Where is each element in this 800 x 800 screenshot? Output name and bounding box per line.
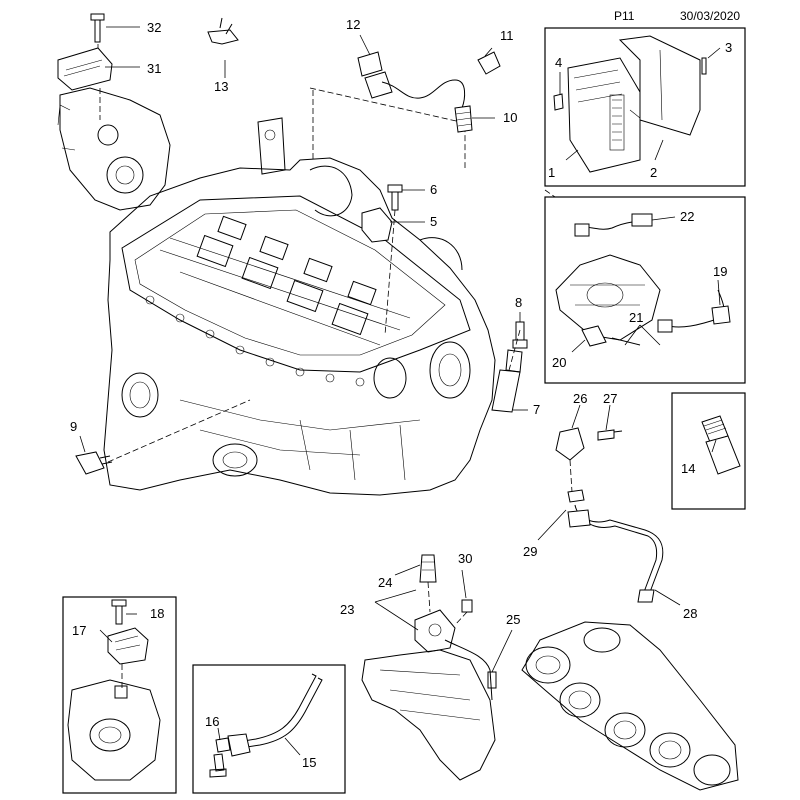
callout-13: 13 bbox=[214, 79, 228, 94]
callout-1: 1 bbox=[548, 165, 555, 180]
water-outlet-housing bbox=[555, 254, 661, 341]
callout-23: 23 bbox=[340, 602, 354, 617]
callout-20: 20 bbox=[552, 355, 566, 370]
callout-24: 24 bbox=[378, 575, 392, 590]
callout-3: 3 bbox=[725, 40, 732, 55]
callout-14: 14 bbox=[681, 461, 695, 476]
sensor-16 bbox=[215, 737, 231, 753]
pressure-sensor-14 bbox=[701, 415, 741, 475]
connector-12 bbox=[357, 51, 383, 77]
callout-8: 8 bbox=[515, 295, 522, 310]
callout-6: 6 bbox=[430, 182, 437, 197]
sensor-7 bbox=[491, 369, 521, 413]
grommet-11 bbox=[477, 51, 501, 75]
oxygen-sensor-harness bbox=[381, 79, 466, 109]
sensor-19 bbox=[711, 305, 731, 325]
callout-5: 5 bbox=[430, 214, 437, 229]
callout-17: 17 bbox=[72, 623, 86, 638]
callout-31: 31 bbox=[147, 61, 161, 76]
engine-block bbox=[103, 117, 496, 496]
camshaft-sensor-5 bbox=[361, 207, 393, 243]
detail-box-pressure-sensor bbox=[671, 392, 746, 510]
bolt-32 bbox=[94, 19, 101, 43]
detail-box-map-sensor bbox=[62, 596, 177, 794]
reference-line-box bbox=[544, 189, 556, 198]
sensor-29 bbox=[567, 509, 591, 528]
sensor-24 bbox=[419, 554, 437, 583]
bolt-18 bbox=[111, 599, 127, 625]
callout-18: 18 bbox=[150, 606, 164, 621]
callout-10: 10 bbox=[503, 110, 517, 125]
map-sensor-group bbox=[67, 599, 161, 781]
callout-2: 2 bbox=[650, 165, 657, 180]
exhaust-manifold bbox=[521, 621, 739, 791]
callout-9: 9 bbox=[70, 419, 77, 434]
nut-4 bbox=[553, 93, 564, 111]
detail-box-wiring-harness bbox=[192, 664, 346, 794]
callout-22: 22 bbox=[680, 209, 694, 224]
bracket-26 bbox=[555, 427, 585, 461]
egr-pipe bbox=[444, 639, 493, 701]
vacuum-actuator bbox=[57, 47, 113, 91]
callout-30: 30 bbox=[458, 551, 472, 566]
bolt-21 bbox=[611, 337, 641, 346]
callout-11: 11 bbox=[500, 28, 514, 43]
turbocharger-assembly bbox=[57, 13, 171, 211]
callout-7: 7 bbox=[533, 402, 540, 417]
callout-32: 32 bbox=[147, 20, 161, 35]
detail-box-ecu bbox=[544, 27, 746, 187]
sensor-22 bbox=[631, 213, 653, 227]
seal-30 bbox=[461, 599, 473, 613]
clip-13 bbox=[207, 17, 239, 45]
engine-control-unit bbox=[553, 35, 707, 173]
detail-box-temperature-sensors bbox=[544, 196, 746, 384]
page-code: P11 bbox=[614, 9, 635, 23]
callout-12: 12 bbox=[346, 17, 360, 32]
sensor-9 bbox=[75, 451, 105, 475]
callout-27: 27 bbox=[603, 391, 617, 406]
sensor-20 bbox=[581, 325, 607, 347]
bolt-27 bbox=[597, 429, 623, 441]
temperature-sensor-group bbox=[555, 213, 731, 347]
screw-3 bbox=[701, 57, 707, 75]
leader-lines bbox=[79, 26, 721, 756]
callout-28: 28 bbox=[683, 606, 697, 621]
bolt-16 bbox=[209, 753, 227, 778]
wiring-harness-group bbox=[209, 673, 323, 778]
sensor-22-connector bbox=[574, 223, 590, 237]
pipe-clip bbox=[567, 489, 585, 503]
callout-15: 15 bbox=[302, 755, 316, 770]
reference-line-sensor-10 bbox=[309, 87, 466, 168]
callout-25: 25 bbox=[506, 612, 520, 627]
callout-16: 16 bbox=[205, 714, 219, 729]
seal-8 bbox=[512, 321, 528, 349]
callout-29: 29 bbox=[523, 544, 537, 559]
reference-line-sensor-9 bbox=[107, 399, 251, 463]
callout-labels: 1 2 3 4 5 6 7 8 9 10 11 12 13 14 15 16 1… bbox=[70, 17, 732, 770]
callout-21: 21 bbox=[629, 310, 643, 325]
callout-19: 19 bbox=[713, 264, 727, 279]
reference-line-sensor-5 bbox=[384, 209, 396, 336]
egr-bracket-assembly bbox=[361, 554, 497, 781]
map-sensor-17 bbox=[107, 627, 149, 665]
harness-15 bbox=[239, 677, 323, 749]
clip-25 bbox=[487, 671, 497, 689]
page-date: 30/03/2020 bbox=[680, 9, 740, 23]
ecu-bracket-2 bbox=[618, 35, 701, 136]
bolt-6 bbox=[387, 184, 403, 211]
intake-manifold bbox=[67, 679, 161, 781]
callout-26: 26 bbox=[573, 391, 587, 406]
callout-4: 4 bbox=[555, 55, 562, 70]
